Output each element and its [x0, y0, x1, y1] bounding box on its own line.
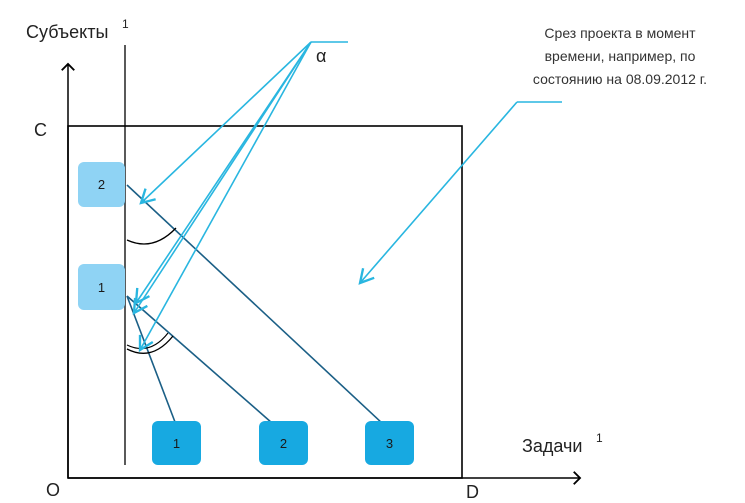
origin-label: O — [46, 480, 60, 500]
y-axis-label-sup: 1 — [122, 17, 129, 31]
alpha-label: α — [316, 46, 326, 66]
subject-box-2-label: 2 — [98, 177, 105, 192]
annotation-arrow — [358, 101, 518, 285]
task-box-1-label: 1 — [173, 436, 180, 451]
x-axis-label-sup: 1 — [596, 431, 603, 445]
alpha-arrow-1 — [139, 41, 312, 205]
annotation-line-2: времени, например, по — [545, 48, 696, 64]
task-box-3-label: 3 — [386, 436, 393, 451]
task-box-3: 3 — [365, 421, 414, 465]
annotation-line-1: Срез проекта в момент — [544, 25, 696, 41]
link-subject1-task2 — [126, 295, 273, 424]
link-subject2-task3 — [126, 184, 384, 425]
subject-box-1: 1 — [78, 264, 125, 310]
subject-box-1-label: 1 — [98, 280, 105, 295]
x-axis-label: Задачи — [522, 436, 582, 456]
point-d-label: D — [466, 482, 479, 502]
y-axis-label: Субъекты — [26, 22, 108, 42]
task-box-2: 2 — [259, 421, 308, 465]
angle-arc-subject1-outer — [126, 335, 174, 354]
alpha-arrow-4 — [138, 41, 312, 353]
subject-box-2: 2 — [78, 162, 125, 207]
task-box-1: 1 — [152, 421, 201, 465]
annotation-line-3: состоянию на 08.09.2012 г. — [533, 71, 707, 87]
point-c-label: C — [34, 120, 47, 140]
angle-arc-subject2 — [126, 227, 177, 245]
link-subject1-task1 — [126, 295, 176, 423]
task-box-2-label: 2 — [280, 436, 287, 451]
alpha-arrow-3 — [132, 41, 312, 316]
